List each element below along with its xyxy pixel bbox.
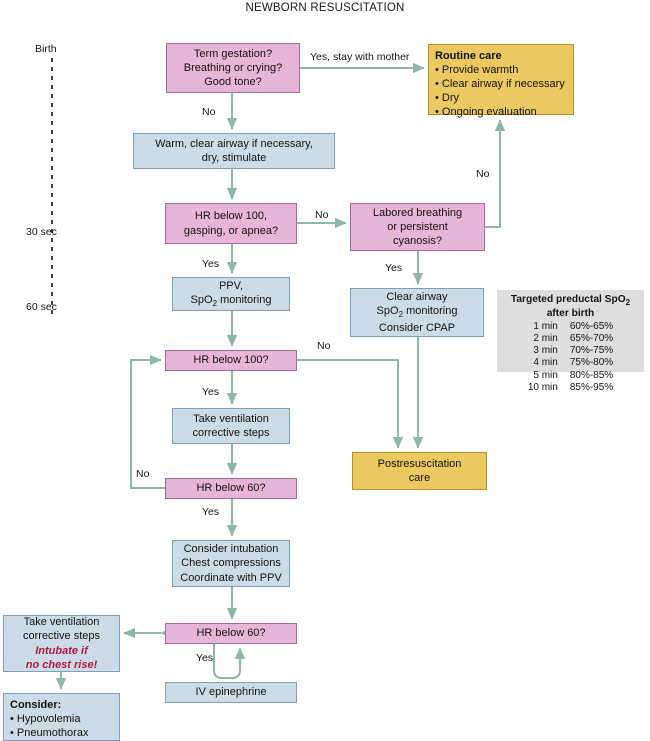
node-header: Routine care (435, 50, 502, 62)
spo2-range: 70%-75% (569, 345, 614, 357)
node-line: Consider CPAP (378, 321, 456, 334)
spo2-time: 3 min (533, 345, 558, 357)
spo2-caption-line2: after birth (546, 307, 595, 319)
node-line: HR below 60? (196, 482, 266, 495)
edge-label-yes-to-intubation: Yes (202, 506, 220, 518)
node-postresuscitation-care[interactable]: Postresuscitation care (352, 452, 487, 490)
node-line: Take ventilation (193, 412, 269, 425)
node-line: Postresuscitation (377, 457, 462, 470)
edge-label-no-to-warm: No (202, 106, 216, 118)
node-hr-below-100[interactable]: HR below 100? (165, 350, 297, 371)
node-emphasis-line: Intubate if (35, 644, 88, 657)
node-line: corrective steps (22, 630, 101, 643)
node-line: SpO2 monitoring (190, 293, 272, 309)
spo2-time: 10 min (527, 381, 558, 393)
node-clear-airway-cpap[interactable]: Clear airway SpO2 monitoring Consider CP… (350, 288, 484, 337)
node-line: Chest compressions (181, 557, 281, 570)
node-line: IV epinephrine (195, 686, 267, 699)
node-line: cyanosis? (393, 235, 442, 248)
edge-label-no-to-routine-care: No (476, 168, 490, 180)
node-line: HR below 100? (193, 354, 269, 367)
node-bullet: • Provide warmth (435, 64, 519, 77)
timeline-mark-60sec: 60 sec (26, 301, 57, 313)
node-line: Consider intubation (183, 543, 279, 556)
node-assess-birth[interactable]: Term gestation? Breathing or crying? Goo… (166, 43, 300, 93)
node-bullet: • Pneumothorax (10, 727, 89, 740)
node-hr-below-60-lower[interactable]: HR below 60? (165, 623, 297, 644)
spo2-time: 4 min (533, 357, 558, 369)
spo2-time: 5 min (533, 369, 558, 381)
table-row: 3 min 70%-75% (528, 345, 613, 357)
node-line: Coordinate with PPV (180, 571, 282, 584)
node-line: HR below 100, (194, 210, 268, 223)
node-line: Breathing or crying? (183, 61, 283, 74)
spo2-range: 60%-65% (569, 320, 614, 332)
node-routine-care[interactable]: Routine care • Provide warmth • Clear ai… (428, 44, 574, 118)
node-bullet: • Clear airway if necessary (435, 78, 565, 91)
edge-label-no-loop-back: No (136, 468, 150, 480)
table-row: 4 min 75%-80% (528, 357, 613, 369)
node-line: Good tone? (204, 76, 262, 89)
edge-label-yes-to-corrective-steps: Yes (202, 386, 220, 398)
spo2-range: 85%-95% (569, 381, 614, 393)
node-line: Take ventilation (23, 616, 100, 629)
node-hr-below-60-upper[interactable]: HR below 60? (165, 478, 297, 499)
edge-label-no-to-postresuscitation: No (317, 340, 331, 352)
node-line: Clear airway (386, 291, 448, 304)
node-take-ventilation-steps-intubate[interactable]: Take ventilation corrective steps Intuba… (3, 615, 120, 672)
edge-label-yes-to-ppv: Yes (202, 258, 220, 270)
node-line: Warm, clear airway if necessary, (155, 137, 313, 150)
table-row: 10 min 85%-95% (528, 382, 613, 394)
node-consider-intubation[interactable]: Consider intubation Chest compressions C… (172, 540, 290, 587)
edge-label-no-to-labored: No (315, 209, 329, 221)
node-line: HR below 60? (196, 627, 266, 640)
node-bullet: • Ongoing evaluation (435, 106, 537, 119)
page-title: NEWBORN RESUSCITATION (245, 2, 405, 14)
node-line: SpO2 monitoring (376, 305, 458, 320)
spo2-range: 80%-85% (569, 369, 614, 381)
node-line: or persistent (387, 220, 448, 233)
spo2-range: 75%-80% (569, 357, 614, 369)
node-take-ventilation-corrective-steps[interactable]: Take ventilation corrective steps (172, 408, 290, 444)
spo2-target-table: Targeted preductal SpO2 after birth 1 mi… (497, 290, 644, 393)
node-line: care (408, 472, 431, 484)
node-iv-epinephrine[interactable]: IV epinephrine (165, 682, 297, 703)
edge-label-yes-to-epinephrine: Yes (196, 652, 214, 664)
table-row: 5 min 80%-85% (528, 370, 613, 382)
node-line: PPV, (218, 279, 244, 292)
table-row: 2 min 65%-70% (528, 333, 613, 345)
node-hr-below-100-gasping[interactable]: HR below 100, gasping, or apnea? (165, 203, 297, 244)
node-line: corrective steps (192, 427, 270, 439)
timeline-mark-birth: Birth (35, 43, 57, 55)
node-bullet: • Hypovolemia (10, 713, 81, 726)
spo2-caption-subscript: 2 (625, 298, 631, 308)
node-line: dry, stimulate (201, 152, 267, 164)
edge-label-yes-stay-with-mother: Yes, stay with mother (310, 51, 410, 63)
node-labored-breathing[interactable]: Labored breathing or persistent cyanosis… (350, 203, 485, 251)
spo2-time: 1 min (533, 320, 558, 332)
node-bullet: • Dry (435, 92, 460, 105)
node-line: gasping, or apnea? (183, 224, 279, 237)
table-row: 1 min 60%-65% (528, 321, 613, 333)
spo2-table-caption: Targeted preductal SpO2 after birth (503, 294, 638, 320)
spo2-rows: 1 min 60%-65% 2 min 65%-70% 3 min 70%-75… (528, 321, 613, 394)
node-consider-causes[interactable]: Consider: • Hypovolemia • Pneumothorax (3, 693, 120, 741)
spo2-caption-line1: Targeted preductal SpO (510, 294, 626, 305)
spo2-range: 65%-70% (569, 333, 614, 345)
node-emphasis-line: no chest rise! (25, 658, 98, 671)
timeline-mark-30sec: 30 sec (26, 226, 57, 238)
node-warm-clear-airway[interactable]: Warm, clear airway if necessary, dry, st… (133, 133, 335, 169)
spo2-time: 2 min (533, 333, 558, 345)
node-line: Term gestation? (193, 47, 273, 60)
edge-label-yes-to-clear-airway: Yes (385, 262, 403, 274)
node-ppv-spo2[interactable]: PPV, SpO2 monitoring (172, 277, 290, 311)
node-header: Consider: (10, 699, 62, 711)
node-line: Labored breathing (372, 206, 463, 219)
